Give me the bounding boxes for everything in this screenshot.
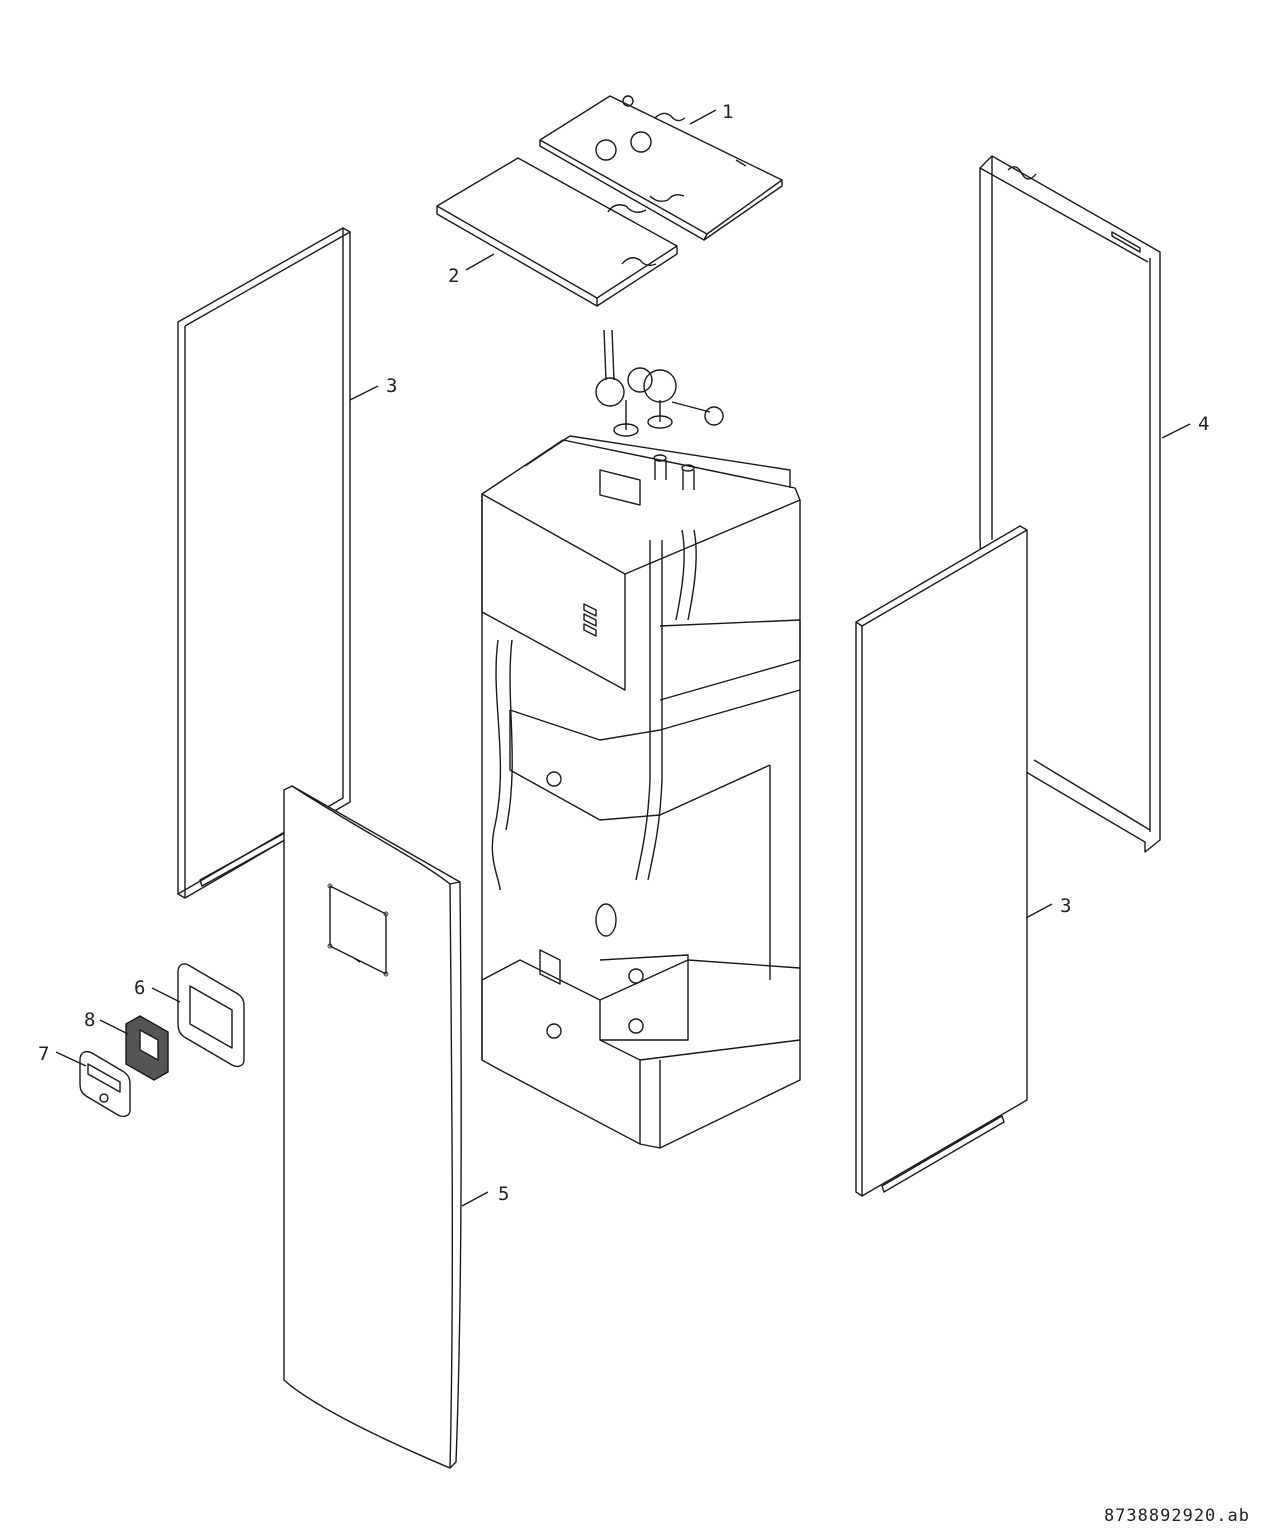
callout-4: 4 <box>1198 413 1209 435</box>
top-cover-rear <box>539 95 783 241</box>
display-frame <box>177 963 245 1068</box>
callout-8: 8 <box>84 1009 95 1031</box>
mounting-bracket <box>125 1015 169 1081</box>
callout-5: 5 <box>498 1183 509 1205</box>
callout-3-left: 3 <box>386 375 397 397</box>
room-controller <box>79 1051 131 1118</box>
top-cover-front <box>436 157 678 307</box>
front-door <box>283 785 462 1469</box>
callout-3-right: 3 <box>1060 895 1071 917</box>
callout-7: 7 <box>38 1043 49 1065</box>
document-id: 8738892920.ab <box>1103 1506 1250 1526</box>
side-panel-right <box>855 525 1028 1197</box>
heat-pump-indoor-unit <box>481 329 801 1149</box>
callout-1: 1 <box>722 101 733 123</box>
callout-leaders <box>55 109 1191 1207</box>
callout-6: 6 <box>134 977 145 999</box>
side-panel-left <box>177 227 351 899</box>
callout-2: 2 <box>448 265 459 287</box>
